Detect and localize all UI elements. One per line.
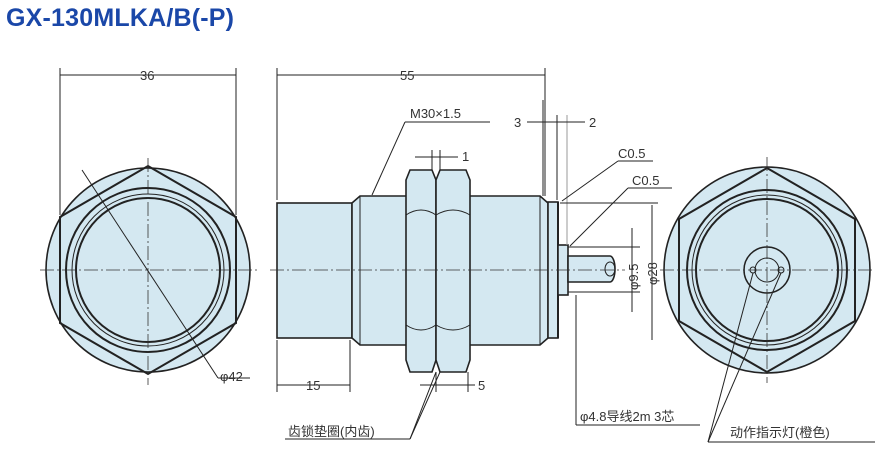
- dim-15: 15: [306, 378, 320, 393]
- chamfer-label-2: C0.5: [632, 173, 659, 188]
- dim-5: 5: [478, 378, 485, 393]
- dim-length-55: 55: [400, 68, 414, 83]
- front-view-left: 36 φ42: [40, 68, 258, 385]
- dim-width-36: 36: [140, 68, 154, 83]
- cable-label: φ4.8导线2m 3芯: [580, 409, 674, 424]
- rear-view-right: 动作指示灯(橙色): [660, 157, 875, 443]
- chamfer-label-1: C0.5: [618, 146, 645, 161]
- dim-diameter-28: φ28: [645, 262, 660, 285]
- indicator-label: 动作指示灯(橙色): [730, 425, 830, 440]
- dim-1: 1: [462, 149, 469, 164]
- lock-washer-label: 齿锁垫圈(内齿): [288, 424, 375, 439]
- thread-label: M30×1.5: [410, 106, 461, 121]
- dim-2: 2: [589, 115, 596, 130]
- dim-diameter-9-5: φ9.5: [626, 263, 641, 290]
- dim-diameter-42: φ42: [220, 369, 243, 384]
- side-view: 55 M30×1.5 1 3 2 C0.5 C0.5 φ9.5 φ28: [270, 68, 700, 440]
- dim-3: 3: [514, 115, 521, 130]
- model-title: GX-130MLKA/B(-P): [6, 4, 235, 32]
